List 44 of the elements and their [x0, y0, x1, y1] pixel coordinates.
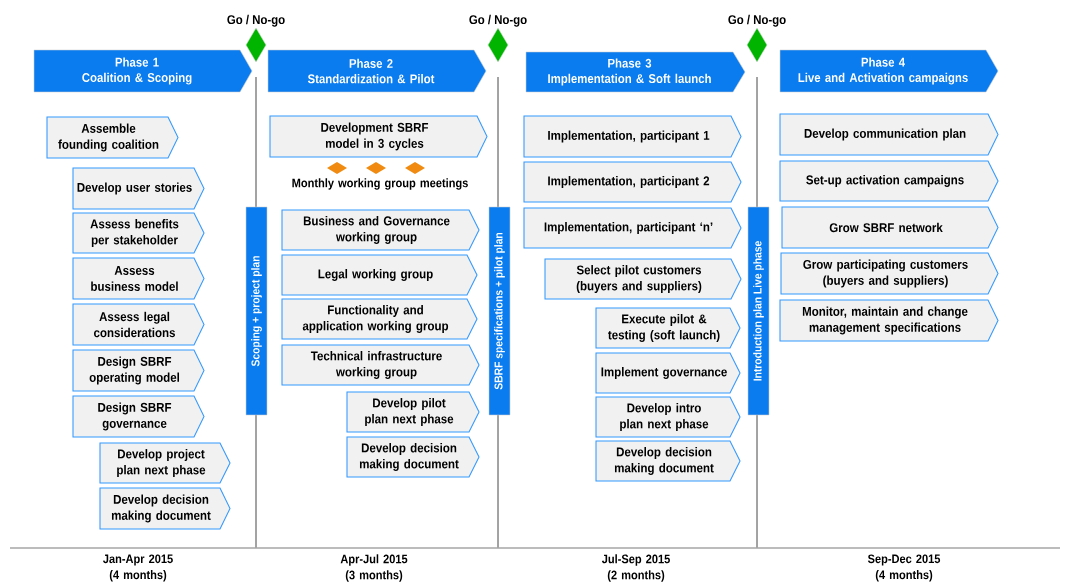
task-box: Assess business model: [72, 257, 205, 300]
task-box: Business and Governance working group: [281, 209, 480, 251]
milestone-bar: SBRF specifications + pilot plan: [488, 206, 511, 416]
task-box: Develop intro plan next phase: [595, 396, 741, 438]
task-box: Select pilot customers (buyers and suppliers): [544, 258, 742, 300]
task-box: Grow participating customers (buyers and suppliers): [780, 252, 999, 295]
node-label: Go / No-go: [227, 14, 285, 27]
meeting-label: Monthly working group meetings: [292, 178, 468, 190]
task-box: Technical infrastructure working group: [281, 344, 480, 386]
task-box: Monitor, maintain and change management specifications: [779, 299, 999, 342]
task-box: Implementation, participant 2: [523, 161, 742, 203]
task-box: Execute pilot & testing (soft launch): [595, 307, 741, 349]
task-box: Grow SBRF network: [781, 206, 999, 249]
task-box: Develop pilot plan next phase: [346, 391, 480, 433]
period-label: Jan-Apr 2015 (4 months): [103, 554, 173, 582]
node-label: Go / No-go: [469, 14, 527, 27]
phase-banner: Phase 3 Implementation & Soft launch: [525, 51, 746, 93]
task-box: Develop decision making document: [346, 436, 480, 478]
task-box: Development SBRF model in 3 cycles: [269, 115, 488, 158]
milestone-bar: Introduction plan Live phase: [747, 206, 770, 416]
task-box: Design SBRF operating model: [72, 349, 205, 392]
task-box: Develop decision making document: [595, 440, 741, 482]
task-box: Legal working group: [281, 254, 478, 296]
task-box: Implement governance: [595, 352, 741, 394]
task-box: Assess benefits per stakeholder: [72, 212, 205, 254]
phase-banner: Phase 4 Live and Activation campaigns: [779, 49, 999, 93]
task-box: Develop communication plan: [779, 113, 999, 156]
task-box: Design SBRF governance: [72, 395, 205, 438]
milestone-bar: Scoping + project plan: [245, 206, 268, 416]
task-box: Develop project plan next phase: [99, 442, 231, 484]
task-box: Set-up activation campaigns: [779, 160, 999, 202]
period-label: Jul-Sep 2015 (2 months): [601, 554, 670, 582]
phase-banner: Phase 1 Coalition & Scoping: [33, 49, 253, 93]
task-box: Implementation, participant 1: [523, 115, 742, 158]
task-box: Assess legal considerations: [72, 303, 205, 346]
period-label: Apr-Jul 2015 (3 months): [340, 554, 408, 582]
task-box: Develop decision making document: [99, 487, 231, 530]
period-label: Sep-Dec 2015 (4 months): [867, 554, 941, 582]
task-box: Develop user stories: [72, 167, 205, 210]
phase-banner: Phase 2 Standardization & Pilot: [267, 49, 487, 93]
task-box: Implementation, participant ‘n’: [523, 207, 742, 249]
task-box: Functionality and application working group: [281, 298, 478, 340]
node-label: Go / No-go: [728, 14, 786, 27]
task-box: Assemble founding coalition: [46, 116, 179, 159]
